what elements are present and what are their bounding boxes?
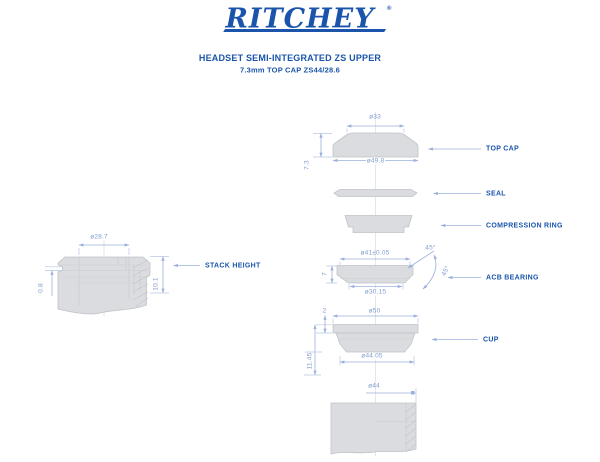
bearing-height-dim: 7 — [321, 272, 328, 276]
stack-lip-height-dim: 0.8 — [37, 283, 45, 293]
top-cap-part — [332, 132, 419, 158]
head-tube-dimension-lines — [366, 388, 417, 402]
bearing-inner-diameter-dim: ø30.15 — [363, 288, 388, 296]
top-cap-base-diameter-dim: ø49.8 — [365, 157, 386, 164]
logo-underline-swoosh — [222, 29, 387, 33]
stack-height-dim: 10.1 — [152, 277, 159, 291]
compression-ring-label: COMPRESSION RING — [486, 222, 563, 229]
cup-label: CUP — [483, 336, 499, 343]
acb-bearing-dimension-lines — [326, 250, 481, 290]
cup-height-dim: 11.45 — [306, 352, 314, 370]
cup-outer-diameter-dim: ø50 — [368, 307, 381, 314]
page-title: HEADSET SEMI-INTEGRATED ZS UPPER — [198, 52, 382, 63]
head-tube-part — [330, 402, 417, 455]
acb-bearing-label: ACB BEARING — [486, 274, 539, 281]
seal-label: SEAL — [486, 190, 506, 197]
cup-dimension-lines — [304, 314, 478, 376]
seal-part — [333, 189, 481, 197]
cup-part — [332, 324, 419, 353]
cup-inner-diameter-dim: ø44.05 — [360, 352, 384, 360]
bearing-outer-diameter-dim: ø41±0.05 — [360, 249, 390, 256]
head-tube-diameter-dim: ø44 — [368, 382, 380, 390]
top-cap-top-diameter-dim: ø33 — [369, 113, 381, 121]
stack-dimension-lines — [45, 243, 200, 296]
page-subtitle: 7.3mm TOP CAP ZS44/28.6 — [239, 65, 341, 74]
stack-top-diameter-dim: ø28.7 — [90, 233, 108, 241]
cup-flange-dim: 2 — [322, 307, 327, 314]
registered-trademark: ® — [387, 6, 392, 12]
compression-ring-part — [344, 215, 481, 233]
stack-height-label: STACK HEIGHT — [205, 262, 261, 269]
acb-bearing-part — [336, 265, 414, 284]
top-cap-height-dim: 7.3 — [303, 160, 311, 170]
stack-assembly-part — [57, 256, 151, 315]
top-cap-label: TOP CAP — [486, 145, 519, 153]
bearing-top-angle-dim: 45° — [425, 244, 436, 251]
